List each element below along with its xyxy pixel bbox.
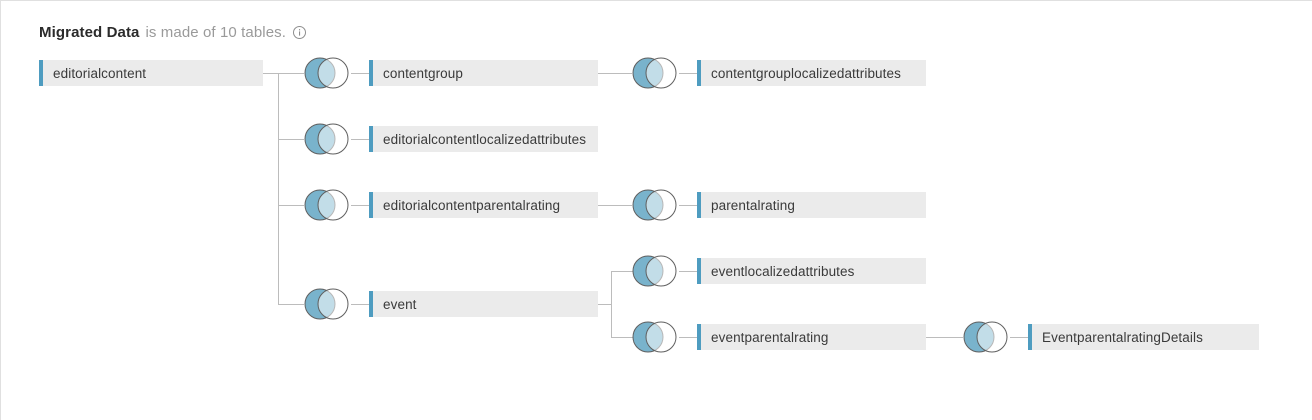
table-label: EventparentalratingDetails bbox=[1042, 329, 1203, 345]
connector-branch-editorialcontentlocalizedattributes bbox=[278, 139, 304, 140]
table-node-editorialcontentparentalrating[interactable]: editorialcontentparentalrating bbox=[369, 192, 598, 218]
connector-branch-editorialcontentparentalrating bbox=[278, 205, 304, 206]
table-node-contentgroup[interactable]: contentgroup bbox=[369, 60, 598, 86]
connector-venn-pill-9 bbox=[1010, 337, 1028, 338]
connector-venn-pill-7 bbox=[679, 271, 697, 272]
info-circle-icon[interactable] bbox=[293, 25, 307, 39]
table-label: editorialcontent bbox=[53, 65, 147, 81]
connector-branch-contentgroup bbox=[278, 73, 304, 74]
pill-accent-bar bbox=[1028, 324, 1032, 350]
table-label: eventparentalrating bbox=[711, 329, 829, 345]
table-node-eventlocalizedattributes[interactable]: eventlocalizedattributes bbox=[697, 258, 926, 284]
connector-branch-eventparentalrating bbox=[611, 337, 637, 338]
left-join-venn-icon-eventparentalrating[interactable] bbox=[628, 321, 680, 353]
table-node-event[interactable]: event bbox=[369, 291, 598, 317]
table-node-contentgrouplocalizedattributes[interactable]: contentgrouplocalizedattributes bbox=[697, 60, 926, 86]
connector-venn-pill-4 bbox=[351, 304, 369, 305]
table-label: editorialcontentparentalrating bbox=[383, 197, 561, 213]
connector-venn-pill-1 bbox=[351, 73, 369, 74]
connector-eventparentalrating-child bbox=[926, 337, 963, 338]
pill-accent-bar bbox=[369, 291, 373, 317]
pill-accent-bar bbox=[697, 258, 701, 284]
table-label: parentalrating bbox=[711, 197, 795, 213]
left-join-venn-icon-event[interactable] bbox=[300, 288, 352, 320]
left-join-venn-icon-eventparentalratingdetails[interactable] bbox=[959, 321, 1011, 353]
table-node-editorialcontentlocalizedattributes[interactable]: editorialcontentlocalizedattributes bbox=[369, 126, 598, 152]
left-join-venn-icon-editorialcontentlocalizedattributes[interactable] bbox=[300, 123, 352, 155]
connector-venn-pill-6 bbox=[679, 205, 697, 206]
table-label: contentgroup bbox=[383, 65, 464, 81]
pill-accent-bar bbox=[369, 60, 373, 86]
table-label: contentgrouplocalizedattributes bbox=[711, 65, 901, 81]
table-label: eventlocalizedattributes bbox=[711, 263, 855, 279]
pill-accent-bar bbox=[697, 324, 701, 350]
connector-contentgroup-child bbox=[598, 73, 632, 74]
connector-trunk-main bbox=[278, 73, 279, 304]
table-node-parentalrating[interactable]: parentalrating bbox=[697, 192, 926, 218]
connector-venn-pill-5 bbox=[679, 73, 697, 74]
table-label: event bbox=[383, 296, 417, 312]
pill-accent-bar bbox=[369, 126, 373, 152]
table-count-text: is made of 10 tables. bbox=[145, 23, 287, 41]
connector-venn-pill-2 bbox=[351, 139, 369, 140]
pill-accent-bar bbox=[697, 60, 701, 86]
table-label: editorialcontentlocalizedattributes bbox=[383, 131, 587, 147]
connector-venn-pill-8 bbox=[679, 337, 697, 338]
left-join-venn-icon-contentgrouplocalizedattributes[interactable] bbox=[628, 57, 680, 89]
connector-branch-eventlocalizedattributes bbox=[611, 271, 637, 272]
pill-accent-bar bbox=[39, 60, 43, 86]
left-join-venn-icon-contentgroup[interactable] bbox=[300, 57, 352, 89]
page-title: Migrated Data bbox=[39, 23, 140, 41]
connector-event-trunk bbox=[611, 271, 612, 337]
connector-event-stub bbox=[598, 304, 612, 305]
left-join-venn-icon-parentalrating[interactable] bbox=[628, 189, 680, 221]
left-join-venn-icon-eventlocalizedattributes[interactable] bbox=[628, 255, 680, 287]
table-node-editorialcontent[interactable]: editorialcontent bbox=[39, 60, 263, 86]
connector-ecpr-child bbox=[598, 205, 632, 206]
left-join-venn-icon-editorialcontentparentalrating[interactable] bbox=[300, 189, 352, 221]
connector-branch-event bbox=[278, 304, 304, 305]
diagram-header: Migrated Data is made of 10 tables. bbox=[39, 21, 307, 43]
table-node-eventparentalratingdetails[interactable]: EventparentalratingDetails bbox=[1028, 324, 1259, 350]
pill-accent-bar bbox=[697, 192, 701, 218]
connector-venn-pill-3 bbox=[351, 205, 369, 206]
pill-accent-bar bbox=[369, 192, 373, 218]
connector-root-stub bbox=[263, 73, 279, 74]
table-node-eventparentalrating[interactable]: eventparentalrating bbox=[697, 324, 926, 350]
